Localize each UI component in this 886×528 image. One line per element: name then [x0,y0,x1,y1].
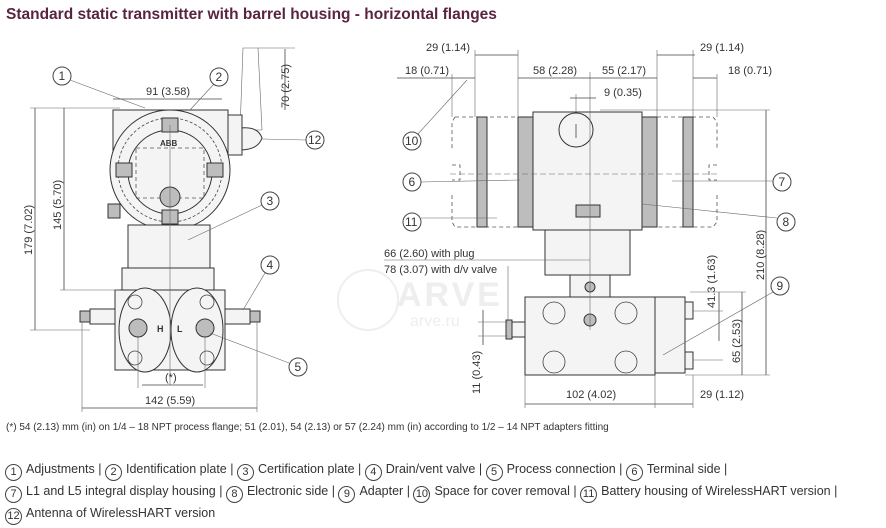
legend-label: Antenna of WirelessHART version [26,506,216,520]
legend-label: Certification plate | [257,462,362,476]
legend-num: 9 [338,486,356,503]
svg-text:6: 6 [409,175,416,189]
legend-label: Drain/vent valve | [385,462,483,476]
watermark-site: arve.ru [410,313,460,330]
plug [107,203,121,219]
callout-7: 7 [772,172,792,192]
callout-10: 10 [402,131,422,151]
dim-18-left: 18 (0.71) [405,65,449,77]
dim-11: 11 (0.43) [471,351,483,394]
dim-145: 145 (5.70) [52,180,64,230]
abb-logo: ABB [160,139,178,148]
drain-valve-left [89,308,116,325]
callout-4: 4 [260,255,280,275]
legend-line-1: 1 Adjustments | 2 Identification plate | 3… [5,459,837,481]
legend-label: Adjustments | [26,462,102,476]
dim-9: 9 (0.35) [604,87,642,99]
dim-179: 179 (7.02) [23,205,35,255]
callout-5: 5 [288,357,308,377]
callout-9: 9 [770,276,790,296]
callout-11: 11 [402,212,422,232]
dim-210: 210 (8.28) [755,230,767,280]
side-neck [544,229,631,276]
page-title: Standard static transmitter with barrel … [6,6,497,23]
svg-text:8: 8 [783,215,790,229]
legend-label: Adapter | [359,484,410,498]
antenna [239,47,263,131]
cover-fins-left-far [476,116,488,228]
svg-text:2: 2 [216,70,223,84]
watermark-brand: ARVE [397,276,503,314]
front-view: ABB H L 91 (3.58) 70 (2.75) 179 (7.02) 1 [23,47,325,412]
legend-num: 5 [485,464,503,481]
watermark: ARVE arve.ru [337,269,503,331]
dim-29-adapter: 29 (1.12) [700,389,744,401]
legend-label: Identification plate | [126,462,234,476]
svg-text:12: 12 [308,133,322,147]
ground-screw [575,204,601,218]
svg-text:3: 3 [267,194,274,208]
dim-91: 91 (3.58) [146,86,190,98]
svg-text:4: 4 [267,258,274,272]
callout-6: 6 [402,172,422,192]
legend-num: 4 [364,464,382,481]
legend-label: L1 and L5 integral display housing | [26,484,223,498]
legend-num: 12 [5,508,22,525]
legend-num: 2 [105,464,122,481]
svg-text:1: 1 [59,69,66,83]
callout-12: 12 [305,130,325,150]
legend-label: Battery housing of WirelessHART version … [601,484,838,498]
legend-label: Terminal side | [646,462,728,476]
legend-num: 3 [236,464,254,481]
drain-valve-right [224,308,251,325]
legend-line-3: 12 Antenna of WirelessHART version [5,503,837,525]
svg-text:7: 7 [779,175,786,189]
side-adapter [654,296,686,374]
svg-text:11: 11 [405,215,418,229]
cover-fins-right [641,116,658,228]
dim-102: 102 (4.02) [566,389,616,401]
dim-55: 55 (2.17) [602,65,646,77]
dim-29-right: 29 (1.14) [700,42,744,54]
neck [127,224,211,269]
side-view: 29 (1.14) 29 (1.14) 18 (0.71) 18 (0.71) … [384,42,796,408]
antenna-tip [239,127,263,151]
dim-65: 65 (2.53) [731,319,743,363]
dim-66-plug: 66 (2.60) with plug [384,248,475,260]
dim-58: 58 (2.28) [533,65,577,77]
legend-num: 8 [225,486,243,503]
legend-num: 7 [5,486,22,503]
legend-num: 10 [413,486,431,503]
dim-star: (*) [165,372,177,384]
legend-label: Space for cover removal | [434,484,577,498]
mark-h: H [157,324,164,334]
legend-num: 11 [580,486,598,503]
dim-41: 41.3 (1.63) [706,255,718,308]
dimension-drawing: ARVE arve.ru ABB H L 91 (3.58 [23,42,796,412]
svg-text:10: 10 [405,134,419,148]
callout-2: 2 [209,67,229,87]
neck-flange [121,267,215,291]
dim-29-left: 29 (1.14) [426,42,470,54]
callout-3: 3 [260,191,280,211]
legend-label: Process connection | [506,462,623,476]
svg-text:9: 9 [777,279,784,293]
dim-78-valve: 78 (3.07) with d/v valve [384,264,497,276]
dim-70: 70 (2.75) [280,64,292,108]
display-window [135,147,205,199]
legend-num: 1 [5,464,22,481]
dim-142: 142 (5.59) [145,395,195,407]
callout-8: 8 [776,212,796,232]
legend-num: 6 [625,464,643,481]
svg-text:5: 5 [295,360,302,374]
mark-l: L [177,324,183,334]
cover-fins-left [517,116,534,228]
footnote: (*) 54 (2.13) mm (in) on 1/4 – 18 NPT pr… [6,422,609,433]
callout-1: 1 [52,66,72,86]
cover-fins-right-far [682,116,694,228]
dim-18-right: 18 (0.71) [728,65,772,77]
legend-label: Electronic side | [246,484,335,498]
legend: 1 Adjustments | 2 Identification plate | 3… [5,459,837,525]
